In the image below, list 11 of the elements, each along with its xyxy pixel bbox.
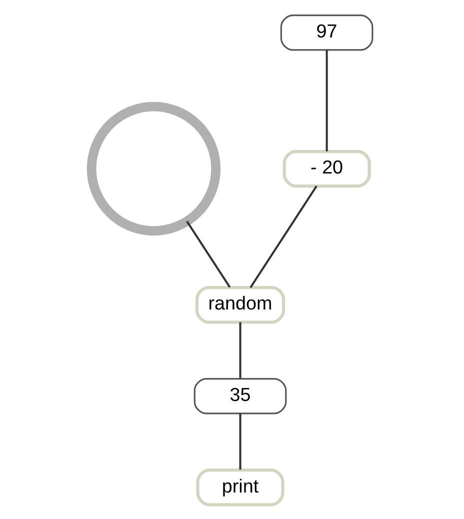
node-box: random (195, 285, 286, 324)
connector (239, 412, 242, 470)
node-box: print (196, 468, 284, 506)
connector (250, 185, 318, 288)
connector (239, 322, 242, 378)
connector (326, 49, 328, 151)
node-circle (86, 101, 221, 236)
node-box: - 20 (282, 149, 371, 188)
node-box: 97 (280, 14, 374, 50)
connector (186, 220, 231, 288)
node-box: 35 (194, 378, 287, 414)
